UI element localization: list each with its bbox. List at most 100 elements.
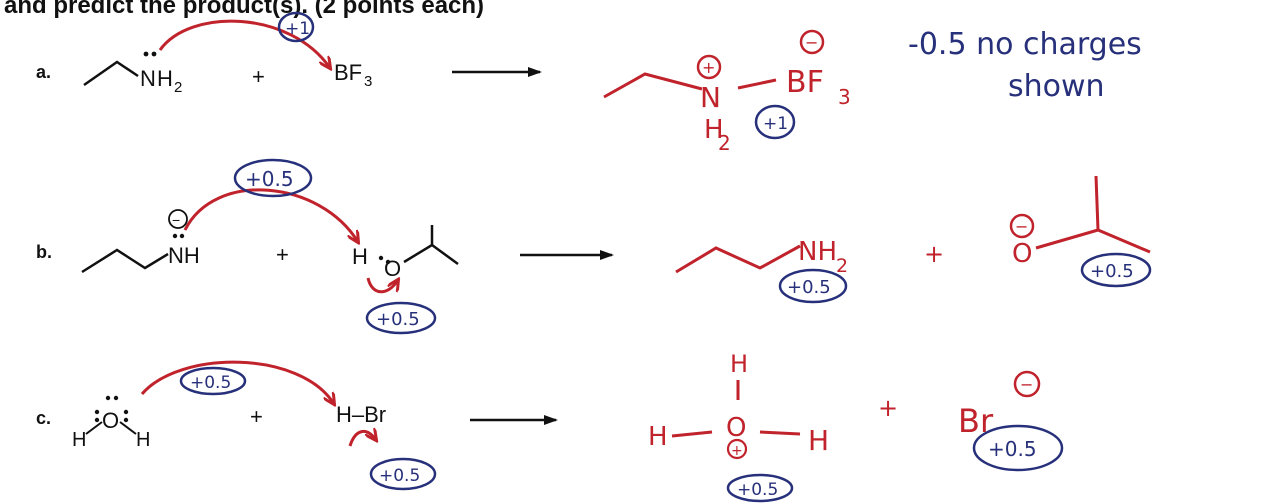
- electron-arrow: [140, 360, 334, 404]
- score-circle: [277, 11, 315, 43]
- score-circle: [233, 158, 313, 198]
- plus-sign: +: [250, 404, 263, 429]
- product-bf-subscript: 3: [838, 85, 851, 109]
- hydronium-h-left: H: [648, 422, 668, 452]
- score-text: +0.5: [379, 466, 420, 486]
- lone-pair-dot: [94, 417, 100, 423]
- anion-charge: −: [172, 212, 180, 228]
- negative-charge-circle: [1013, 370, 1041, 398]
- score-circle: [778, 268, 848, 304]
- lone-pair-dot: [385, 259, 391, 265]
- alkoxide-o: O: [1012, 239, 1032, 269]
- score-circle: [1080, 252, 1152, 288]
- grader-comment: -0.5 no charges: [908, 27, 1142, 62]
- hydronium-h-right: H: [808, 424, 829, 457]
- problem-a: a. N H 2 + BF 3 +1 + N − BF 3 H 2 +1 -0.…: [36, 11, 1142, 155]
- negative-charge: −: [1020, 375, 1033, 394]
- hydronium-h-top: H: [730, 350, 748, 378]
- lone-pair-dot: [123, 417, 129, 423]
- score-text: +0.5: [988, 437, 1037, 461]
- product-n: N: [700, 81, 721, 114]
- alkoxide-chain: [1035, 228, 1151, 254]
- negative-charge: −: [805, 33, 818, 52]
- plus-sign: +: [276, 242, 289, 267]
- score-circle: [754, 104, 796, 140]
- plus-sign: +: [878, 394, 898, 422]
- bf3-reagent: BF: [334, 60, 362, 85]
- bond-break-arrow: [366, 278, 398, 294]
- water-h-right: H: [136, 429, 150, 451]
- alcohol-h: H: [352, 244, 368, 269]
- problem-b: b. − NH + H O +0.5 +0.5 NH 2 +0.5 + −: [36, 158, 1152, 335]
- water-o: O: [102, 408, 119, 433]
- amide-nh: NH: [168, 243, 200, 268]
- plus-sign: +: [252, 64, 265, 89]
- positive-charge: +: [731, 443, 743, 459]
- lone-pair-dot: [378, 255, 384, 261]
- o-h-bond: [119, 421, 137, 435]
- score-text: +0.5: [787, 277, 831, 298]
- o-h-bond: [85, 421, 103, 435]
- bond-break-arrow: [348, 431, 376, 447]
- score-text: +0.5: [376, 309, 420, 330]
- product-h-subscript: 2: [718, 131, 731, 155]
- bf3-subscript: 3: [364, 73, 372, 90]
- hbr-reagent: H–Br: [336, 402, 386, 427]
- lone-pair-dot: [123, 409, 129, 415]
- product-bf: BF: [786, 65, 824, 100]
- n-b-bond: [737, 78, 777, 90]
- score-text: +1: [285, 19, 310, 39]
- product-propyl-chain: [675, 244, 801, 274]
- water-h-left: H: [72, 429, 86, 451]
- propyl-chain: [81, 248, 169, 274]
- lone-pair-dot: [143, 51, 149, 57]
- problem-b-label: b.: [36, 242, 52, 262]
- score-circle: [726, 473, 794, 503]
- bromide: Br: [958, 402, 994, 440]
- lone-pair-dot: [94, 409, 100, 415]
- grader-comment: shown: [1008, 69, 1105, 104]
- negative-charge-circle: [1009, 213, 1035, 239]
- lone-pair-dot: [172, 233, 178, 239]
- score-text: +0.5: [1090, 261, 1134, 282]
- score-circle: [179, 366, 247, 396]
- product-nh-subscript: 2: [836, 255, 848, 277]
- score-text: +0.5: [190, 373, 231, 393]
- alkoxide-methyl: [1094, 175, 1100, 231]
- lone-pair-dot: [151, 51, 157, 57]
- isopropyl-chain: [403, 243, 459, 266]
- amine-subscript: 2: [174, 79, 182, 96]
- electron-arrow: [158, 19, 330, 68]
- score-text: +0.5: [245, 167, 294, 191]
- score-text: +0.5: [737, 480, 778, 500]
- anion-charge-circle: [168, 209, 188, 229]
- electron-arrow: [183, 188, 358, 242]
- instructions-header: and predict the product(s). (2 points ea…: [4, 0, 484, 19]
- positive-charge-circle: [726, 438, 748, 460]
- o-h-bond: [671, 430, 713, 438]
- amine-h: H: [157, 66, 173, 91]
- alcohol-o: O: [384, 256, 401, 281]
- product-h: H: [704, 115, 724, 145]
- problem-a-label: a.: [36, 62, 51, 82]
- problem-c-label: c.: [36, 408, 51, 428]
- lone-pair-dot: [179, 233, 185, 239]
- amine-n: N: [140, 66, 156, 91]
- ethyl-chain: [83, 60, 139, 87]
- score-text: +1: [763, 114, 788, 134]
- lone-pair-dot: [105, 395, 111, 401]
- score-circle: [369, 457, 437, 491]
- negative-charge: −: [1015, 217, 1028, 236]
- positive-charge-circle: [696, 54, 722, 80]
- hydronium-o: O: [726, 413, 746, 443]
- lone-pair-dot: [113, 395, 119, 401]
- product-ethyl-chain: [603, 72, 703, 99]
- plus-sign: +: [924, 240, 944, 268]
- o-h-bond: [759, 430, 801, 436]
- score-circle: [972, 424, 1064, 472]
- positive-charge: +: [702, 58, 715, 77]
- problem-c: c. H O H + H–Br +0.5 +0.5 H H O + H: [36, 350, 1064, 503]
- negative-charge-circle: [799, 29, 825, 55]
- score-circle: [365, 301, 437, 335]
